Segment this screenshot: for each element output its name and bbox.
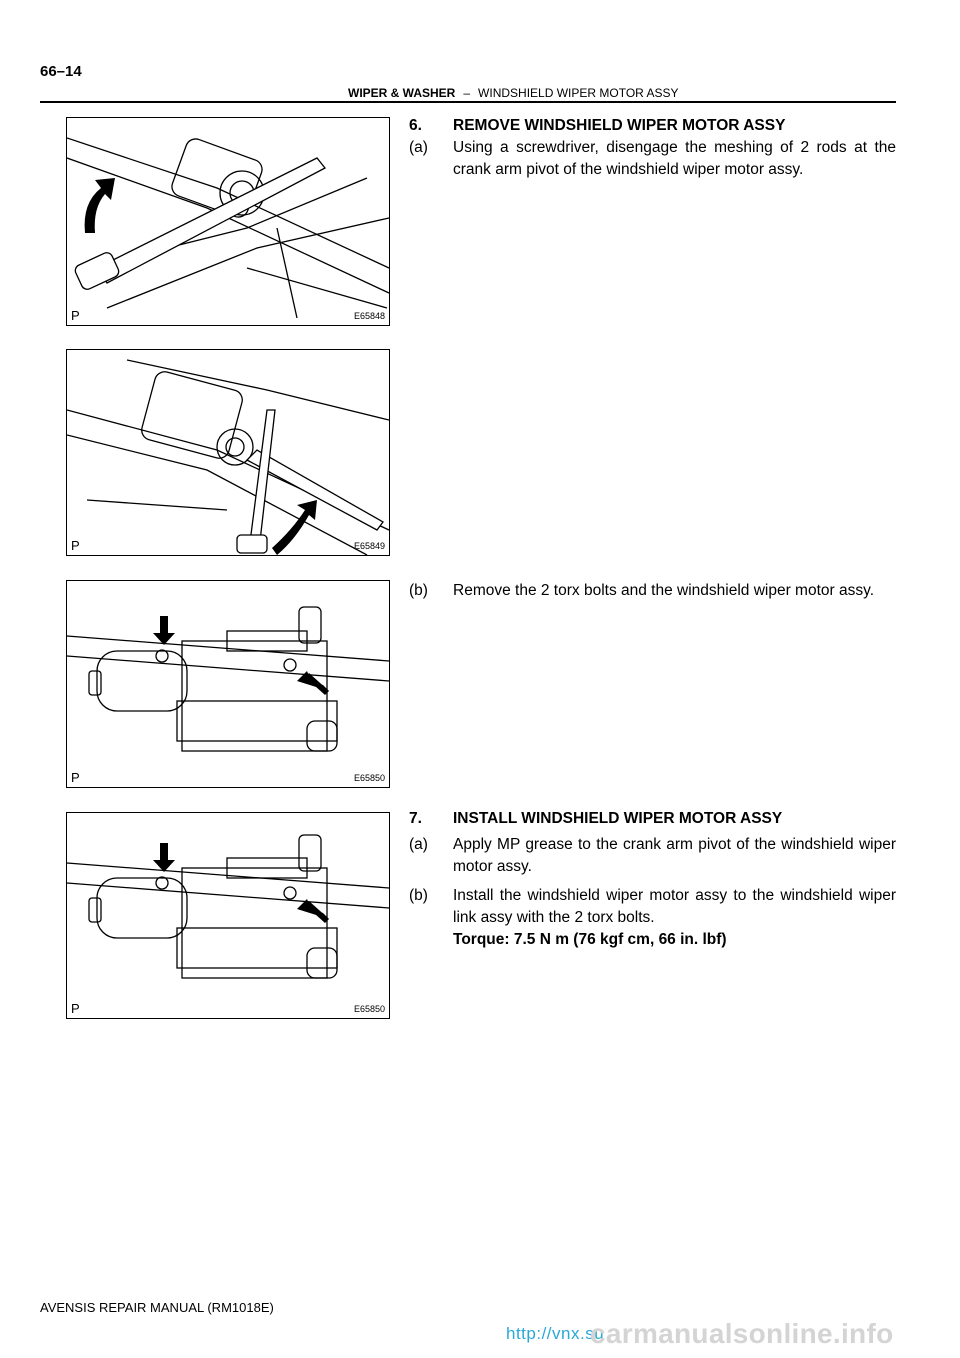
step-7a: (a) Apply MP grease to the crank arm piv…	[409, 834, 896, 878]
step-6b: (b) Remove the 2 torx bolts and the wind…	[409, 580, 896, 602]
substep-text: Install the windshield wiper motor assy …	[453, 887, 896, 926]
step-number: 7.	[409, 810, 422, 827]
step-6-heading: 6. REMOVE WINDSHIELD WIPER MOTOR ASSY	[409, 117, 785, 135]
torque-spec: Torque: 7.5 N m (76 kgf cm, 66 in. lbf)	[453, 931, 727, 948]
substep-label: (a)	[409, 836, 428, 853]
header-rule	[40, 101, 896, 103]
figure-marker: P	[71, 538, 80, 553]
section-title: WIPER & WASHER	[348, 86, 456, 100]
substep-text: Using a screwdriver, disengage the meshi…	[453, 139, 896, 178]
figure-e65850-install: P E65850	[66, 812, 390, 1019]
wiper-motor-illustration	[67, 606, 389, 752]
step-number: 6.	[409, 117, 422, 134]
substep-text: Apply MP grease to the crank arm pivot o…	[453, 836, 896, 875]
substep-label: (a)	[409, 139, 428, 156]
step-7b: (b) Install the windshield wiper motor a…	[409, 885, 896, 951]
figure-e65849: P E65849	[66, 349, 390, 556]
step-title: INSTALL WINDSHIELD WIPER MOTOR ASSY	[453, 810, 783, 827]
figure-marker: P	[71, 308, 80, 323]
substep-label: (b)	[409, 582, 428, 599]
figure-marker: P	[71, 770, 80, 785]
figure-code: E65850	[353, 1004, 385, 1014]
step-7-heading: 7. INSTALL WINDSHIELD WIPER MOTOR ASSY	[409, 810, 782, 828]
header-title: WIPER & WASHER–WINDSHIELD WIPER MOTOR AS…	[348, 86, 679, 100]
substep-label: (b)	[409, 887, 428, 904]
screwdriver-illustration	[67, 137, 389, 319]
step-title: REMOVE WINDSHIELD WIPER MOTOR ASSY	[453, 117, 786, 134]
step-6a: (a) Using a screwdriver, disengage the m…	[409, 137, 896, 181]
figure-code: E65848	[353, 311, 385, 321]
figure-code: E65849	[353, 541, 385, 551]
figure-code: E65850	[353, 773, 385, 783]
figure-e65848: P E65848	[66, 117, 390, 326]
figure-marker: P	[71, 1001, 80, 1016]
wiper-motor-illustration	[67, 834, 389, 979]
header-dash: –	[463, 86, 471, 100]
screwdriver-illustration	[67, 359, 389, 555]
watermark-site: carmanualsonline.info	[590, 1318, 894, 1349]
page-number: 66–14	[40, 63, 82, 80]
footer-manual-id: AVENSIS REPAIR MANUAL (RM1018E)	[40, 1300, 274, 1315]
watermark-url[interactable]: http://vnx.su	[506, 1324, 605, 1343]
substep-text: Remove the 2 torx bolts and the windshie…	[453, 582, 874, 599]
figure-e65850-remove: P E65850	[66, 580, 390, 788]
subsection-title: WINDSHIELD WIPER MOTOR ASSY	[478, 86, 679, 100]
